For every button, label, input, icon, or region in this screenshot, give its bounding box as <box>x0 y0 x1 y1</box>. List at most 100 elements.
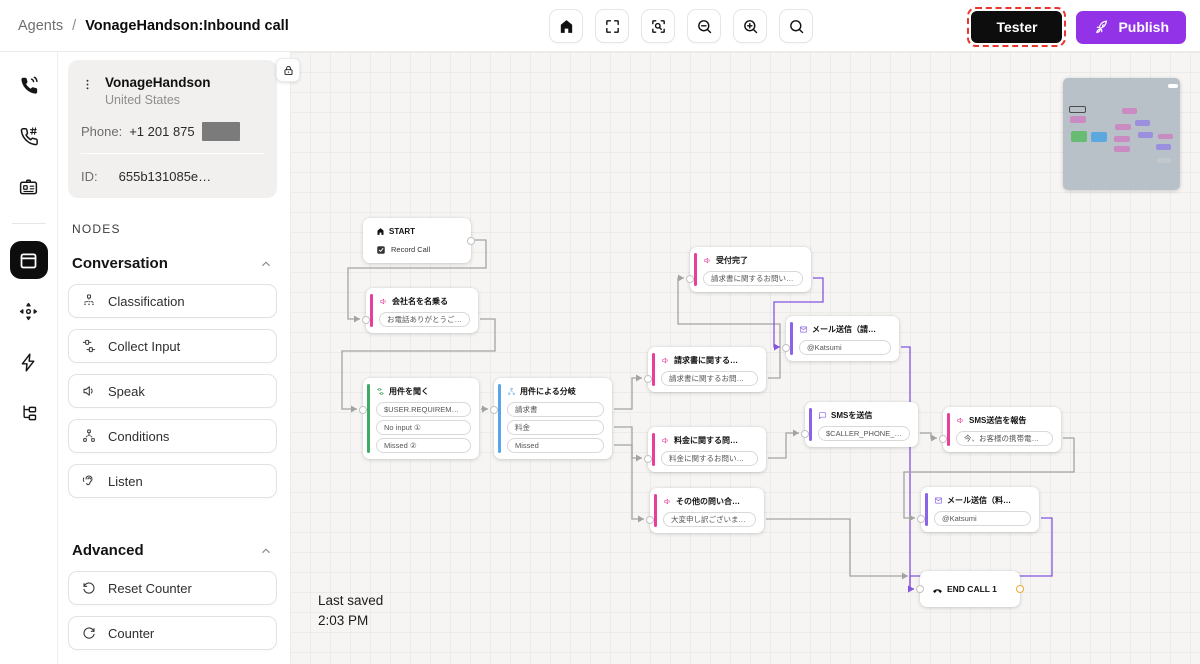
flow-node-start[interactable]: START Record Call <box>363 218 475 263</box>
rail-item-navigation[interactable] <box>10 292 48 330</box>
node-item-listen[interactable]: Listen <box>68 464 277 498</box>
in-port[interactable] <box>644 455 652 463</box>
lock-canvas-button[interactable] <box>276 58 300 82</box>
in-port[interactable] <box>359 406 367 414</box>
node-row[interactable]: 請求書に関するお問い合わせを… <box>703 271 803 286</box>
tool-zoom-in-button[interactable] <box>733 9 767 43</box>
phone-label: Phone: <box>81 124 123 139</box>
tool-fit-view-button[interactable] <box>641 9 675 43</box>
rail-item-calls[interactable] <box>10 66 48 104</box>
node-row[interactable]: Record Call <box>376 242 463 257</box>
flow-node-mail1[interactable]: メール送信（請… @Katsumi <box>782 316 899 361</box>
node-item-collect-input[interactable]: Collect Input <box>68 329 277 363</box>
speak-icon <box>661 436 670 445</box>
node-item-label: Reset Counter <box>108 580 192 596</box>
node-item-label: Collect Input <box>108 338 181 354</box>
check-icon <box>376 245 386 255</box>
node-item-conditions[interactable]: Conditions <box>68 419 277 453</box>
node-item-counter[interactable]: Counter <box>68 616 277 650</box>
minimap-node-box <box>1114 146 1130 152</box>
node-item-speak[interactable]: Speak <box>68 374 277 408</box>
section-label: Conversation <box>72 255 168 272</box>
flow-node-smsreport[interactable]: SMS送信を報告 今、お客様の携帯電話にSMSを… <box>939 407 1061 452</box>
fullscreen-icon <box>604 18 621 35</box>
rail-item-flow-builder[interactable] <box>9 241 48 279</box>
node-title: SMS送信を報告 <box>956 412 1053 428</box>
node-row[interactable]: @Katsumi <box>799 340 891 355</box>
lock-icon <box>282 64 295 77</box>
in-port[interactable] <box>917 515 925 523</box>
breadcrumb: Agents / VonageHandson:Inbound call <box>18 18 289 34</box>
node-item-label: Counter <box>108 625 155 641</box>
out-port[interactable] <box>467 236 475 245</box>
node-row[interactable]: 料金 <box>507 420 604 435</box>
agent-id-row: ID: 655b131085e… <box>81 169 264 184</box>
node-row[interactable]: Missed <box>507 438 604 453</box>
in-port[interactable] <box>362 316 370 324</box>
section-header-advanced[interactable]: Advanced <box>72 542 273 559</box>
rail-item-contacts[interactable] <box>10 168 48 206</box>
node-row[interactable]: Missed ② <box>376 438 471 453</box>
tool-search-button[interactable] <box>779 9 813 43</box>
flow-node-hear[interactable]: 用件を聞く $USER.REQUIREMENT: 用件を聞… No input … <box>359 378 479 459</box>
reset-icon <box>81 580 97 596</box>
tester-button[interactable]: Tester <box>971 11 1063 43</box>
flow-node-endcall[interactable]: END CALL 1 <box>916 571 1024 607</box>
node-row[interactable]: $USER.REQUIREMENT: 用件を聞… <box>376 402 471 417</box>
rail-item-events[interactable] <box>10 343 48 381</box>
node-row[interactable]: @Katsumi <box>934 511 1031 526</box>
node-accent-bar <box>367 384 370 453</box>
tool-fullscreen-button[interactable] <box>595 9 629 43</box>
flow-node-branch[interactable]: 用件による分岐 請求書 料金 Missed <box>490 378 612 459</box>
in-port[interactable] <box>801 430 809 438</box>
node-row[interactable]: No input ① <box>376 420 471 435</box>
flow-node-other[interactable]: その他の問い合… 大変申し訳ございませんが、こ… <box>646 488 764 533</box>
node-item-classification[interactable]: Classification <box>68 284 277 318</box>
chevron-up-icon <box>259 257 273 271</box>
node-row[interactable]: 料金に関するお問い合わせです… <box>661 451 758 466</box>
in-port[interactable] <box>916 585 924 593</box>
in-port[interactable] <box>686 275 694 283</box>
chevron-up-icon <box>259 544 273 558</box>
publish-button[interactable]: Publish <box>1076 10 1186 44</box>
node-accent-bar <box>809 408 812 441</box>
in-port[interactable] <box>782 344 790 352</box>
id-label: ID: <box>81 169 98 184</box>
node-title: 会社名を名乗る <box>379 293 470 309</box>
tool-home-button[interactable] <box>549 9 583 43</box>
in-port[interactable] <box>939 435 947 443</box>
in-port[interactable] <box>490 406 498 414</box>
in-port[interactable] <box>646 516 654 524</box>
node-row[interactable]: 請求書 <box>507 402 604 417</box>
rail-item-subflows[interactable] <box>10 394 48 432</box>
node-accent-bar <box>790 322 793 355</box>
conditions-icon <box>81 428 97 444</box>
rail-divider <box>11 223 46 224</box>
flow-node-mail2[interactable]: メール送信（料… @Katsumi <box>917 487 1039 532</box>
node-row[interactable]: 今、お客様の携帯電話にSMSを… <box>956 431 1053 446</box>
out-port[interactable] <box>1016 585 1024 593</box>
in-port[interactable] <box>644 375 652 383</box>
minimap-node-box <box>1069 106 1086 113</box>
section-header-conversation[interactable]: Conversation <box>72 255 273 272</box>
breadcrumb-agents-link[interactable]: Agents <box>18 17 64 34</box>
rail-item-dial-numbers[interactable] <box>10 117 48 155</box>
tool-zoom-out-button[interactable] <box>687 9 721 43</box>
node-row[interactable]: 大変申し訳ございませんが、こ… <box>663 512 756 527</box>
flow-node-fee[interactable]: 料金に関する問… 料金に関するお問い合わせです… <box>644 427 766 472</box>
flow-node-greet[interactable]: 会社名を名乗る お電話ありがとうございます。… <box>362 288 478 333</box>
top-bar: Agents / VonageHandson:Inbound call Test… <box>0 0 1200 52</box>
minimap-node-box <box>1168 84 1178 88</box>
canvas-toolbar <box>549 9 813 43</box>
node-item-reset-counter[interactable]: Reset Counter <box>68 571 277 605</box>
flow-node-invoice[interactable]: 請求書に関する… 請求書に関するお問い合わせで… <box>644 347 766 392</box>
flow-node-done[interactable]: 受付完了 請求書に関するお問い合わせを… <box>686 247 811 292</box>
flow-canvas[interactable]: Last saved 2:03 PM START Record Call 会社名… <box>290 52 1200 664</box>
node-row[interactable]: お電話ありがとうございます。… <box>379 312 470 327</box>
flow-node-sms[interactable]: SMSを送信 $CALLER_PHONE_NUMBER <box>801 402 918 447</box>
publish-label: Publish <box>1118 19 1169 35</box>
agent-menu-kebab-icon[interactable] <box>81 75 95 107</box>
minimap[interactable] <box>1063 78 1180 190</box>
node-row[interactable]: 請求書に関するお問い合わせで… <box>661 371 758 386</box>
node-row[interactable]: $CALLER_PHONE_NUMBER <box>818 426 910 441</box>
